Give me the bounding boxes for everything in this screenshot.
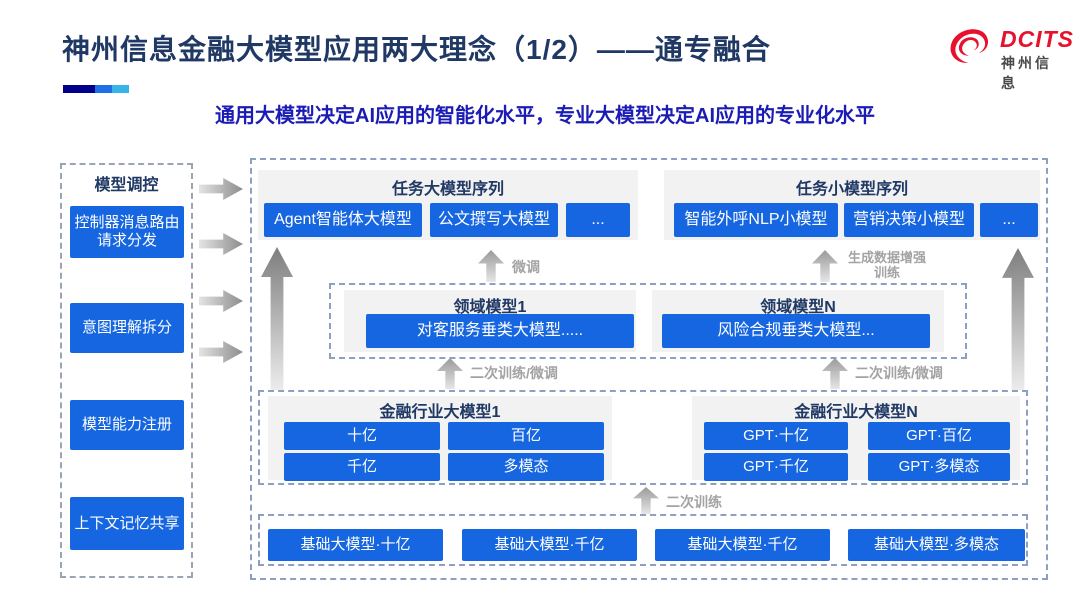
group-title: 领域模型1 (453, 299, 527, 316)
box-task-small-more: ... (980, 203, 1038, 237)
title-accent-bar (63, 85, 129, 93)
box-gpt-ten-billion: GPT·百亿 (868, 422, 1010, 450)
label-secondary-bottom: 二次训练 (666, 494, 722, 510)
box-base-model-hundred-billion-a: 基础大模型·千亿 (462, 529, 637, 561)
arrow-right-icon (199, 178, 243, 200)
sidebar-item-controller-routing: 控制器消息路由请求分发 (70, 206, 184, 258)
sidebar-item-capability-register: 模型能力注册 (70, 400, 184, 450)
box-hundred-billion: 千亿 (284, 453, 440, 481)
accent-segment-cyan (112, 85, 129, 93)
box-customer-service-vertical-model: 对客服务垂类大模型..... (366, 314, 634, 348)
arrow-right-icon (199, 341, 243, 363)
domain-models-frame (329, 283, 967, 359)
box-task-large-more: ... (566, 203, 630, 237)
box-gpt-hundred-billion: GPT·千亿 (704, 453, 848, 481)
box-base-model-hundred-billion-b: 基础大模型·千亿 (655, 529, 830, 561)
box-base-model-billion: 基础大模型·十亿 (268, 529, 443, 561)
group-title: 金融行业大模型N (794, 404, 918, 421)
label-secondary-left: 二次训练/微调 (470, 365, 558, 381)
sidebar-title: 模型调控 (94, 177, 159, 194)
dcits-logo: DCITS 神州信息 (944, 22, 1073, 91)
accent-segment-navy (63, 85, 95, 93)
accent-segment-blue (95, 85, 112, 93)
dcits-swirl-icon (950, 29, 989, 64)
box-gpt-multimodal: GPT·多模态 (868, 453, 1010, 481)
diagram-outer-frame (250, 158, 1048, 580)
industry-models-frame (258, 390, 1028, 485)
group-title: 任务大模型序列 (391, 181, 504, 198)
slide-subtitle: 通用大模型决定AI应用的智能化水平，专业大模型决定AI应用的专业化水平 (215, 105, 875, 127)
box-outbound-nlp-model: 智能外呼NLP小模型 (674, 203, 838, 237)
box-agent-large-model: Agent智能体大模型 (264, 203, 422, 237)
group-title: 领域模型N (760, 299, 836, 316)
box-gpt-billion: GPT·十亿 (704, 422, 848, 450)
page-title: 神州信息金融大模型应用两大理念（1/2）——通专融合 (62, 34, 771, 65)
sidebar-item-context-memory: 上下文记忆共享 (70, 497, 184, 550)
arrow-right-icon (199, 233, 243, 255)
sidebar-item-intent-split: 意图理解拆分 (70, 303, 184, 353)
box-document-writing-model: 公文撰写大模型 (430, 203, 558, 237)
group-title: 任务小模型序列 (795, 181, 908, 198)
box-billion: 十亿 (284, 422, 440, 450)
logo-brand-text: DCITS (1000, 26, 1074, 52)
box-ten-billion: 百亿 (448, 422, 604, 450)
label-secondary-right: 二次训练/微调 (855, 365, 943, 381)
box-risk-compliance-vertical-model: 风险合规垂类大模型... (662, 314, 930, 348)
box-multimodal: 多模态 (448, 453, 604, 481)
label-finetune: 微调 (512, 259, 540, 275)
box-base-model-multimodal: 基础大模型·多模态 (848, 529, 1025, 561)
logo-brand-cn-text: 神州信息 (1001, 55, 1052, 91)
box-marketing-decision-model: 营销决策小模型 (844, 203, 974, 237)
base-models-frame (258, 514, 1028, 566)
arrow-right-icon (199, 290, 243, 312)
label-augmented-training: 生成数据增强训练 (847, 250, 926, 280)
group-title: 金融行业大模型1 (379, 404, 501, 421)
